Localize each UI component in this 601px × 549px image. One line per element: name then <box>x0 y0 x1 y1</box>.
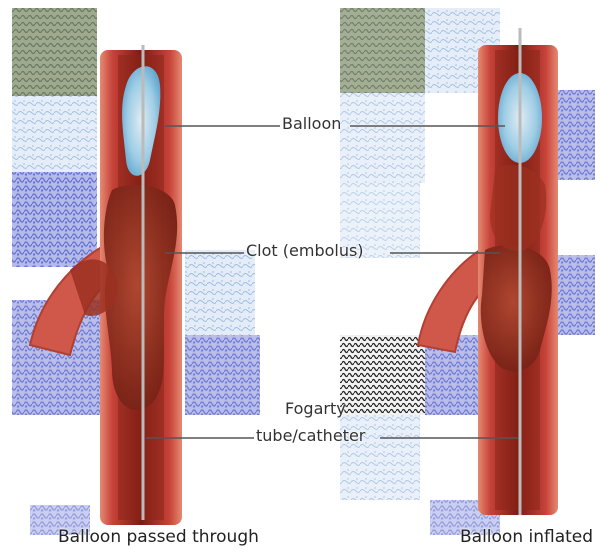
balloon-label: Balloon <box>282 114 341 133</box>
clot-label: Clot (embolus) <box>246 241 364 260</box>
right-caption: Balloon inflated <box>460 527 593 547</box>
catheter-label-line1: Fogarty <box>285 399 346 418</box>
right-vessel <box>418 28 558 515</box>
left-caption: Balloon passed through <box>58 527 259 547</box>
catheter-label-line2: tube/catheter <box>256 426 365 445</box>
